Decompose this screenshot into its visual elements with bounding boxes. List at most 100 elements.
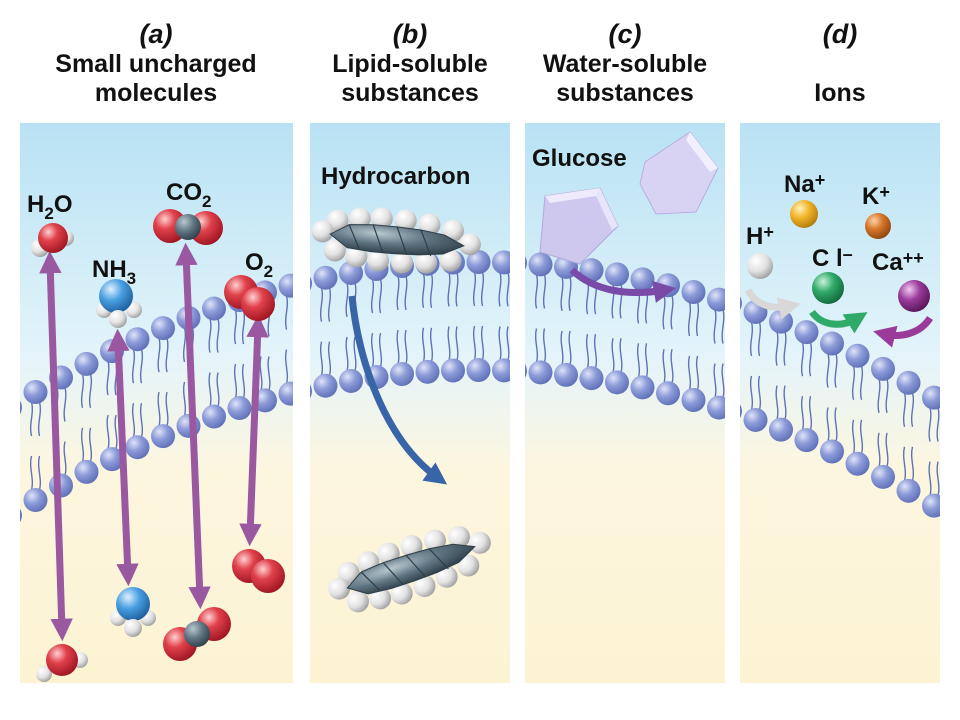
lipid-tail (455, 326, 459, 361)
lipid-tail (498, 272, 502, 307)
lipid-tail (284, 295, 289, 330)
bilayer-panel-c (525, 252, 725, 420)
lipid-tail (396, 329, 400, 365)
phospholipid-head (339, 368, 363, 393)
lipid-tail (472, 271, 477, 307)
phospholipid-head (707, 395, 725, 420)
k-label: K+ (862, 182, 890, 210)
lipid-tail (687, 355, 692, 391)
panel-d-background (740, 123, 940, 683)
hydrocarbon-arrow (348, 295, 448, 485)
lipid-tail (695, 355, 700, 391)
lipid-tail (404, 329, 408, 365)
phospholipid-head (227, 396, 252, 421)
phospholipid-head (202, 404, 226, 429)
phospholipid-head (740, 296, 742, 310)
panel-a-letter: (a) (139, 19, 173, 49)
k-ion (865, 213, 891, 239)
phospholipid-head (630, 375, 655, 400)
nh3-label: NH3 (92, 256, 136, 288)
lipid-tail (560, 276, 564, 312)
phospholipid-head (681, 387, 706, 412)
phospholipid-head (310, 384, 312, 398)
lipid-tail (800, 341, 805, 377)
phospholipid-head (630, 267, 655, 292)
nh3-molecule-top (96, 279, 142, 328)
lipid-tail (472, 325, 477, 361)
lipid-tail (902, 446, 907, 482)
cl-ion-arrow (809, 309, 868, 334)
lipid-tail (378, 332, 383, 368)
phospholipid-head (605, 370, 629, 395)
panel-c-title: Water-soluble substances (542, 50, 708, 107)
lipid-tail (775, 331, 779, 366)
phospholipid-head (794, 320, 819, 345)
co2-label: CO2 (166, 179, 211, 211)
phospholipid-head (176, 413, 201, 438)
lipid-tail (721, 309, 725, 344)
lipid-tail (670, 349, 674, 384)
lipid-tail (370, 278, 375, 314)
ca-label: Ca++ (872, 248, 924, 276)
phospholipid-head (845, 451, 870, 476)
lipid-tail (695, 301, 700, 337)
lipid-tail (877, 432, 881, 468)
lipid-tail (725, 367, 727, 401)
panel-b-title: Lipid-soluble substances (332, 50, 488, 107)
lipid-tail (404, 275, 408, 311)
lipid-tail (619, 338, 623, 373)
phospholipid-head (20, 508, 22, 522)
glucose-label: Glucose (532, 145, 627, 172)
phospholipid-head (656, 381, 680, 406)
lipid-tail (506, 326, 510, 361)
phospholipid-head (922, 385, 940, 410)
lipid-tail (542, 328, 547, 363)
phospholipid-head (313, 265, 338, 290)
lipid-tail (292, 320, 293, 323)
lipid-tail (165, 337, 169, 373)
panel-b-letter: (b) (392, 19, 428, 49)
h2o-molecule-bottom (36, 644, 88, 682)
phospholipid-head (390, 362, 414, 387)
phospholipid-head (820, 439, 844, 464)
na-label: Na+ (784, 170, 825, 198)
lipid-tail (139, 349, 144, 384)
lipid-tail (885, 432, 889, 468)
phospholipid-head (278, 273, 293, 298)
nh3-arrow (107, 328, 139, 587)
phospholipid-head (528, 360, 553, 385)
lipid-tail (429, 327, 434, 362)
lipid-tail (292, 356, 293, 360)
lipid-tail (165, 391, 169, 427)
lipid-tail (506, 272, 510, 307)
lipid-tail (902, 392, 907, 427)
h2o-molecule-top (31, 223, 74, 257)
phospholipid-head (769, 309, 793, 334)
lipid-tail (447, 272, 451, 307)
phospholipid-head (528, 252, 553, 277)
lipid-tail (303, 347, 305, 381)
lipid-tail (421, 327, 426, 362)
lipid-tail (80, 427, 85, 463)
panel-b-heading: (b) Lipid-soluble substances (304, 18, 516, 108)
lipid-tail (396, 275, 400, 311)
lipid-tail (644, 343, 649, 378)
lipid-tail (319, 287, 324, 322)
hydrocarbon-molecule-top (311, 207, 481, 274)
lipid-tail (303, 293, 305, 327)
panel-d-title: Ions (814, 79, 866, 107)
phospholipid-head (466, 358, 491, 383)
lipid-tail (455, 272, 459, 307)
lipid-tail (233, 309, 238, 345)
co2-molecule-top (153, 209, 223, 245)
lipid-tail (936, 407, 940, 442)
lipid-tail (636, 343, 641, 378)
lipid-tail (370, 332, 375, 368)
lipid-tail (783, 331, 787, 366)
phospholipid-head (23, 488, 48, 513)
lipid-tail (687, 301, 692, 337)
glucose-molecule-right (639, 131, 719, 215)
lipid-tail (29, 401, 34, 437)
lipid-tail (783, 385, 787, 420)
lipid-tail (542, 274, 547, 309)
